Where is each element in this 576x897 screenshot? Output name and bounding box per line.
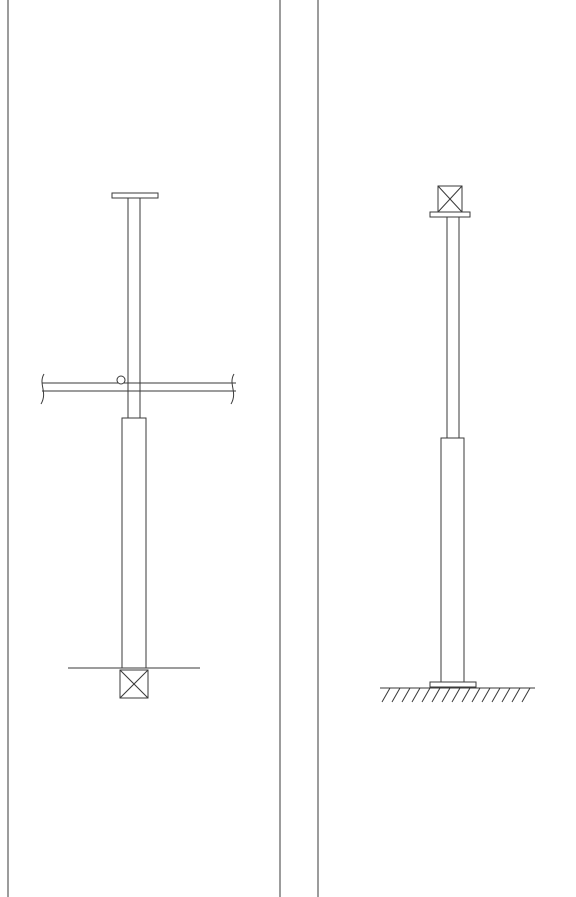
left-top-cap-plate [112, 193, 158, 198]
left-horizontal-beam [41, 374, 236, 404]
right-panel [318, 0, 535, 897]
right-base-plate [430, 682, 476, 687]
left-locking-pin [117, 376, 125, 384]
left-panel [8, 0, 280, 897]
right-top-block [438, 186, 462, 212]
left-beam-break-mark-right [231, 374, 234, 404]
right-outer-tube [441, 438, 464, 682]
right-top-cap-plate [430, 212, 470, 217]
right-ground-hatching [380, 688, 535, 702]
left-beam-break-mark-left [41, 374, 44, 404]
left-base-block [120, 670, 148, 698]
left-inner-post [128, 198, 140, 418]
left-outer-tube [122, 418, 146, 668]
right-inner-post [447, 217, 459, 438]
